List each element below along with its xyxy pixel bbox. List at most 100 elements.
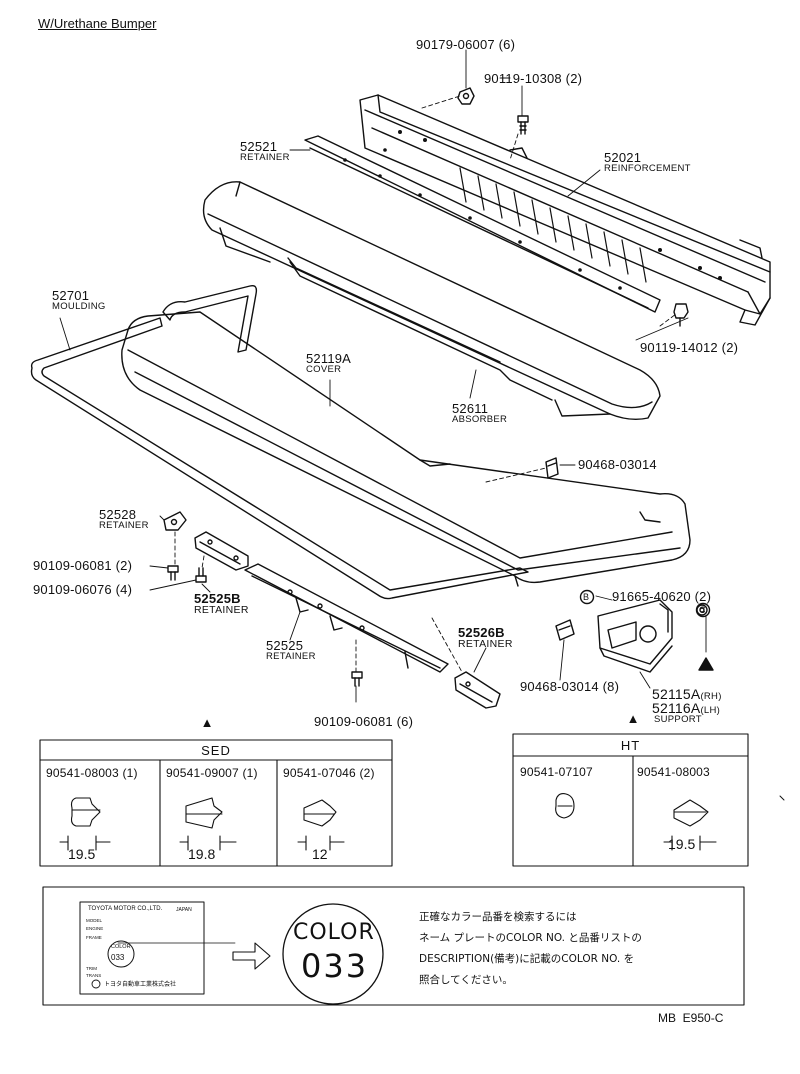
support-bracket-part[interactable] [597, 599, 673, 673]
bolt-90109-06076-part[interactable] [195, 567, 207, 583]
sed-clip-2-dimension: 19.8 [188, 846, 216, 862]
part-label-90179-06007[interactable]: 90179-06007 (6) [416, 38, 515, 51]
part-number: 52115A [652, 686, 701, 702]
part-label-52119a[interactable]: 52119A COVER [306, 352, 351, 375]
part-number: 90179-06007 (6) [416, 37, 516, 52]
color-note-text-line-3: DESCRIPTION(備考)に記載のCOLOR NO. を [419, 953, 635, 965]
marker-b-label: B [583, 592, 590, 602]
part-number: 52116A [652, 700, 701, 716]
ht-clip-1-part[interactable]: 90541-07107 [520, 765, 593, 779]
name-plate-row-engine: ENGINE [86, 926, 104, 931]
ht-table-title: HT [620, 738, 641, 753]
part-number: 90468-03014 [578, 457, 657, 472]
name-plate-row-trim: TRIM [86, 966, 97, 971]
absorber-part[interactable] [202, 181, 661, 421]
retainer-52521-part[interactable] [304, 135, 661, 313]
marker-c [695, 602, 711, 618]
part-name: COVER [306, 364, 342, 375]
part-label-52526b[interactable]: 52526B RETAINER [458, 626, 513, 649]
retainer-52525-part[interactable] [244, 563, 449, 673]
sed-clip-3-part[interactable]: 90541-07046 (2) [283, 766, 375, 780]
part-label-52521[interactable]: 52521 RETAINER [240, 140, 290, 163]
part-label-52525[interactable]: 52525 RETAINER [266, 639, 316, 662]
part-number: 52526B [458, 625, 505, 640]
reinforcement-part[interactable] [359, 94, 771, 326]
color-note-box [42, 886, 745, 1006]
part-number: 90119-14012 (2) [640, 340, 739, 355]
part-label-52701[interactable]: 52701 MOULDING [52, 289, 106, 312]
name-plate-maker-jp: トヨタ自動車工業株式会社 [104, 981, 177, 988]
part-label-52116a[interactable]: 52116A(LH) [652, 700, 720, 718]
part-label-90468-03014[interactable]: 90468-03014 [578, 458, 657, 471]
sed-clip-2-part[interactable]: 90541-09007 (1) [166, 766, 258, 780]
part-name: RETAINER [458, 638, 513, 650]
color-circle-label: COLOR [293, 920, 375, 945]
sed-clip-1-part[interactable]: 90541-08003 (1) [46, 766, 138, 780]
color-note-text-line-4: 照合してください。 [419, 974, 513, 986]
part-name: RETAINER [266, 651, 316, 662]
name-plate-maker-en: TOYOTA MOTOR CO.,LTD. [88, 906, 163, 912]
diagram-title: W/Urethane Bumper [38, 16, 157, 31]
part-name: RETAINER [240, 152, 290, 163]
part-number: 90468-03014 (8) [520, 679, 620, 694]
cover-part[interactable] [121, 311, 691, 587]
retainer-52526b-part[interactable] [454, 671, 501, 709]
name-plate-row-frame: FRAME [86, 935, 102, 940]
part-label-52611[interactable]: 52611 ABSORBER [452, 402, 507, 425]
moulding-part[interactable] [30, 284, 529, 600]
bolt-90119-10308-part[interactable] [517, 115, 529, 135]
retainer-52525b-part[interactable] [194, 531, 249, 571]
part-label-90109-06081-6[interactable]: 90109-06081 (6) [314, 715, 413, 728]
part-name: ABSORBER [452, 414, 508, 425]
name-plate-row-model: MODEL [86, 918, 103, 923]
clip-90468-lower-part[interactable] [555, 619, 575, 641]
part-name: REINFORCEMENT [604, 163, 691, 174]
part-number: 52611 [452, 401, 489, 416]
part-label-90109-06076[interactable]: 90109-06076 (4) [33, 583, 132, 596]
ht-clip-2-part[interactable]: 90541-08003 [637, 765, 710, 779]
part-number: 52525B [194, 591, 241, 606]
name-plate-color-label: COLOR [111, 944, 131, 950]
triangle-marker-icon [698, 657, 714, 671]
name-plate-row-trans: TRANS [86, 973, 102, 978]
sed-clip-1-dimension: 19.5 [68, 846, 96, 862]
part-label-52115a[interactable]: 52115A(RH) [652, 686, 722, 704]
part-number: 91665-40620 (2) [612, 589, 712, 604]
bolt-90109-06081-part[interactable] [167, 565, 179, 581]
bolt-90109-06081-lower-part[interactable] [351, 671, 363, 687]
color-note-text-line-1: 正確なカラー品番を検索するには [419, 911, 577, 923]
part-label-90119-14012[interactable]: 90119-14012 (2) [640, 341, 738, 354]
part-name: RETAINER [99, 520, 149, 531]
part-label-90119-10308[interactable]: 90119-10308 (2) [484, 72, 582, 85]
part-number: 52521 [240, 139, 278, 154]
part-label-90109-06081-2[interactable]: 90109-06081 (2) [33, 559, 132, 572]
part-number: 90119-10308 (2) [484, 71, 583, 86]
sed-table-title: SED [201, 743, 231, 758]
part-label-90468-03014-8[interactable]: 90468-03014 (8) [520, 680, 619, 693]
part-label-52528[interactable]: 52528 RETAINER [99, 508, 149, 531]
part-label-support[interactable]: SUPPORT [654, 715, 702, 725]
part-number: 52525 [266, 638, 304, 653]
color-circle-code: 033 [301, 947, 369, 985]
nut-90179-part[interactable] [457, 87, 475, 105]
clip-90468-top-part[interactable] [545, 457, 559, 479]
part-name: RETAINER [194, 604, 249, 616]
retainer-52528-part[interactable] [163, 511, 187, 531]
part-name: SUPPORT [654, 714, 702, 725]
part-number: 90109-06081 (2) [33, 558, 133, 573]
bolt-90119-14012-part[interactable] [673, 303, 689, 327]
part-label-91665-40620[interactable]: 91665-40620 (2) [612, 590, 711, 603]
diagram-code: MB E950-C [658, 1011, 724, 1025]
part-number: 52119A [306, 351, 352, 366]
sed-table [39, 739, 393, 867]
part-label-52525b[interactable]: 52525B RETAINER [194, 592, 249, 615]
part-number: 90109-06076 (4) [33, 582, 133, 597]
part-number: 52528 [99, 507, 137, 522]
part-number: 90109-06081 (6) [314, 714, 414, 729]
part-label-52021[interactable]: 52021 REINFORCEMENT [604, 151, 691, 174]
marker-b [579, 589, 595, 605]
marker-c-label: C [699, 605, 706, 615]
triangle-marker-icon: ▲ [626, 711, 640, 726]
